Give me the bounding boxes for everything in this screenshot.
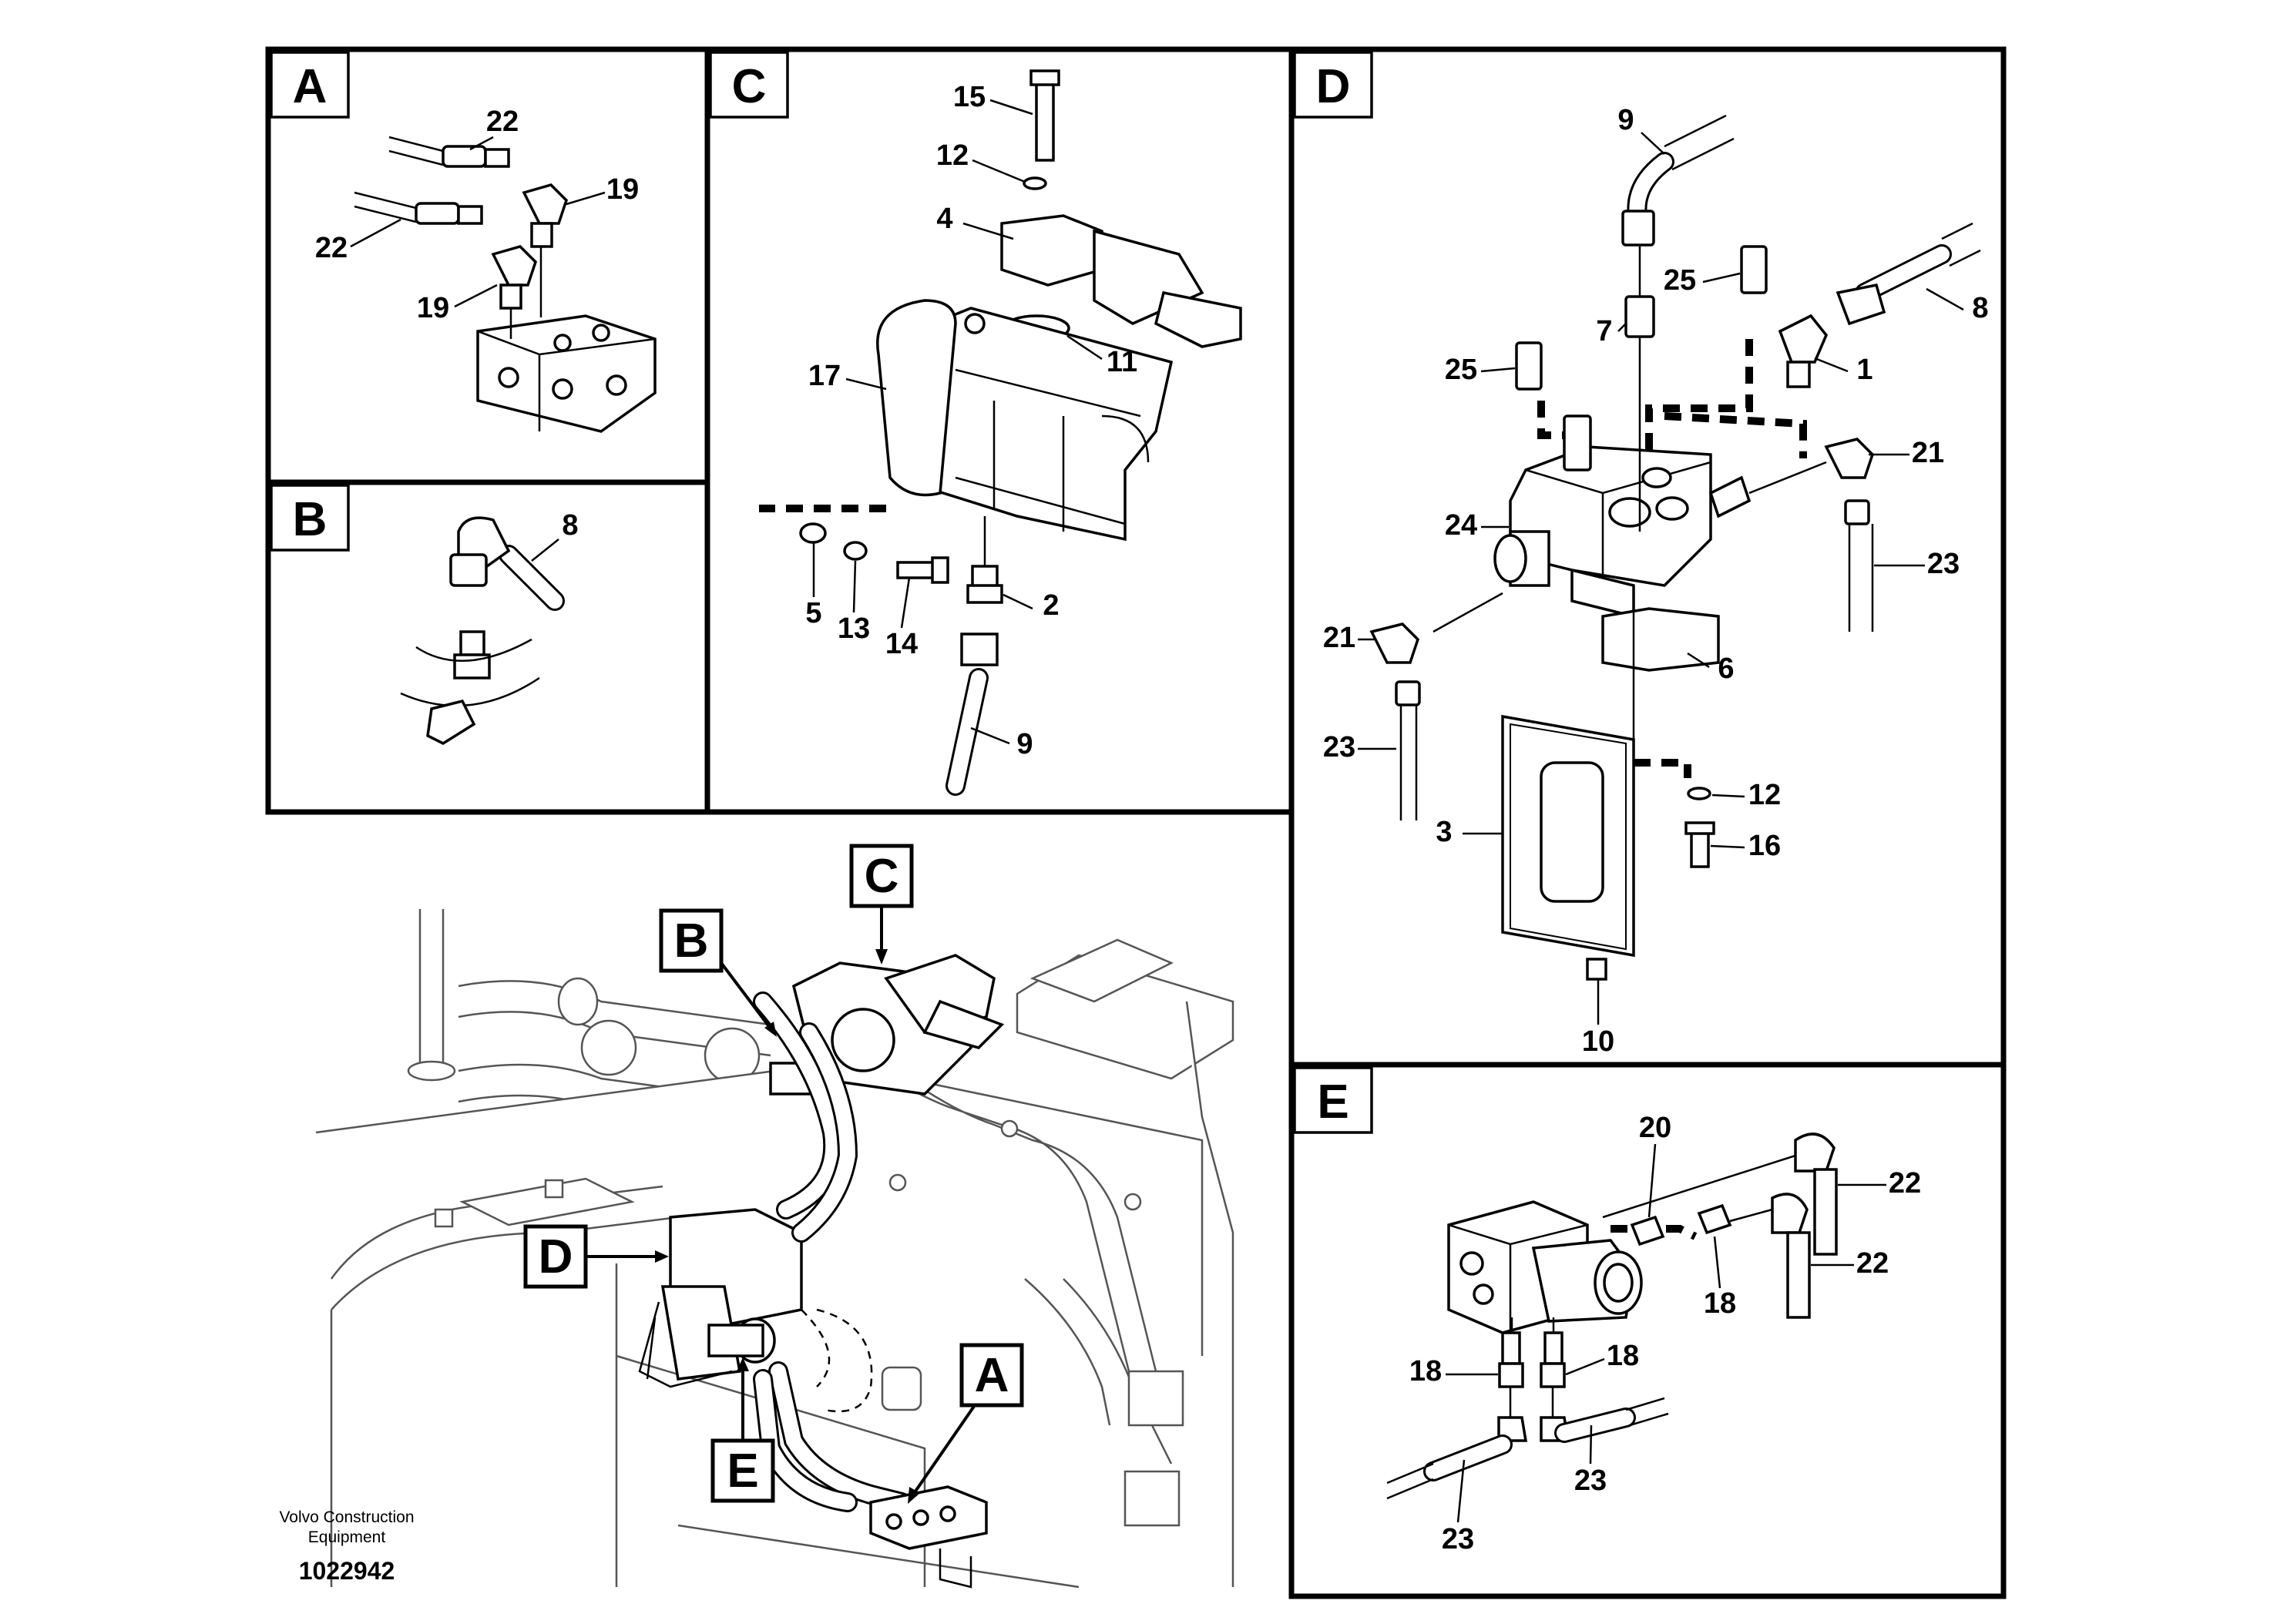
panel-c-label-12: 12 xyxy=(936,139,969,172)
panel-e-label-18-middle: 18 xyxy=(1607,1340,1639,1372)
panel-e-frame xyxy=(1288,1062,2007,1599)
callout-d: D xyxy=(523,1224,669,1289)
panel-e-label-22-bottom: 22 xyxy=(1856,1247,1889,1280)
manufacturer-line1: Volvo Construction xyxy=(279,1508,414,1526)
panel-d-label-12: 12 xyxy=(1748,779,1781,811)
panel-d-label-23-right: 23 xyxy=(1927,548,1960,580)
callout-b: B xyxy=(659,908,777,1037)
callout-e-letter: E xyxy=(727,1444,758,1498)
panel-d-letter: D xyxy=(1316,60,1351,113)
callout-c-box xyxy=(849,844,914,908)
panel-b-letter-box xyxy=(270,484,350,552)
panel-c-letter-box xyxy=(709,51,789,119)
panel-d-label-16: 16 xyxy=(1748,830,1781,862)
panel-c-label-14: 14 xyxy=(885,628,918,660)
callout-a-box xyxy=(959,1343,1024,1408)
panel-c-label-4: 4 xyxy=(936,203,952,235)
panel-c-label-2: 2 xyxy=(1043,589,1059,622)
panel-c-label-15: 15 xyxy=(953,81,986,113)
panel-c-letter: C xyxy=(732,60,767,113)
panel-a-label-22-top: 22 xyxy=(486,106,519,138)
panel-a-illustration xyxy=(354,136,657,433)
panel-b: B 8 xyxy=(265,479,710,815)
panel-b-illustration xyxy=(400,516,565,746)
panel-d-label-23-left: 23 xyxy=(1323,731,1355,763)
panel-d-label-1: 1 xyxy=(1856,354,1872,386)
panel-d-label-21-right: 21 xyxy=(1912,437,1944,469)
panel-d-label-25-left: 25 xyxy=(1445,354,1477,386)
panel-a-label-22-bottom: 22 xyxy=(315,232,348,264)
panel-a-label-19-top: 19 xyxy=(606,173,639,206)
panel-d-label-3: 3 xyxy=(1436,816,1452,848)
panel-c: C 15 12 xyxy=(704,46,1295,815)
panel-e-letter: E xyxy=(1317,1075,1349,1129)
drawing-number: 1022942 xyxy=(299,1557,395,1585)
panel-d-label-8: 8 xyxy=(1972,292,1988,324)
panel-d-letter-box xyxy=(1293,51,1373,119)
panel-e-label-22-top: 22 xyxy=(1889,1167,1921,1200)
callout-a-letter: A xyxy=(975,1349,1009,1402)
panel-e-label-20: 20 xyxy=(1639,1112,1671,1144)
callout-a: A xyxy=(908,1343,1024,1504)
panel-b-label-8: 8 xyxy=(562,509,578,542)
panel-d-label-21-left: 21 xyxy=(1323,622,1355,654)
callout-c-letter: C xyxy=(865,850,899,903)
callout-d-box xyxy=(523,1224,588,1289)
panel-d-label-10: 10 xyxy=(1582,1025,1614,1058)
panel-e-label-18-left: 18 xyxy=(1409,1355,1442,1387)
panel-c-label-11: 11 xyxy=(1107,346,1137,378)
panel-e-label-18-right: 18 xyxy=(1704,1287,1736,1320)
panel-d-label-24: 24 xyxy=(1445,509,1477,542)
panel-d-label-7: 7 xyxy=(1596,315,1612,347)
panel-c-label-5: 5 xyxy=(805,597,821,629)
panel-d: D xyxy=(1288,46,2007,1068)
panel-e-label-23-left: 23 xyxy=(1442,1523,1474,1555)
callout-e: E xyxy=(710,1357,775,1503)
panel-d-label-9: 9 xyxy=(1617,104,1634,136)
callout-b-box xyxy=(659,908,724,973)
panel-d-label-6: 6 xyxy=(1718,653,1734,685)
manufacturer-block: Volvo Construction Equipment 1022942 xyxy=(279,1508,414,1585)
panel-c-label-9: 9 xyxy=(1016,728,1033,760)
panel-c-label-17: 17 xyxy=(808,360,841,392)
panel-d-illustration xyxy=(1369,114,1981,981)
panel-e-illustration xyxy=(1386,1132,1838,1500)
panel-d-label-25-right: 25 xyxy=(1664,264,1696,297)
panel-c-illustration xyxy=(759,69,1242,796)
panel-e-label-23-right: 23 xyxy=(1574,1465,1607,1497)
panel-b-letter: B xyxy=(293,493,327,546)
callout-c: C xyxy=(849,844,914,965)
panel-a-letter: A xyxy=(293,60,327,113)
callout-b-letter: B xyxy=(674,914,709,968)
overview-illustration xyxy=(315,909,1234,1589)
panel-a: A 22 22 19 19 xyxy=(265,46,710,485)
panel-a-letter-box xyxy=(270,51,350,119)
panel-a-label-19-bottom: 19 xyxy=(417,292,449,324)
panel-c-label-13: 13 xyxy=(838,612,870,645)
callout-d-letter: D xyxy=(539,1230,573,1283)
manufacturer-line2: Equipment xyxy=(308,1528,386,1546)
panel-e-letter-box xyxy=(1293,1066,1373,1134)
panel-e: E xyxy=(1288,1062,2007,1599)
